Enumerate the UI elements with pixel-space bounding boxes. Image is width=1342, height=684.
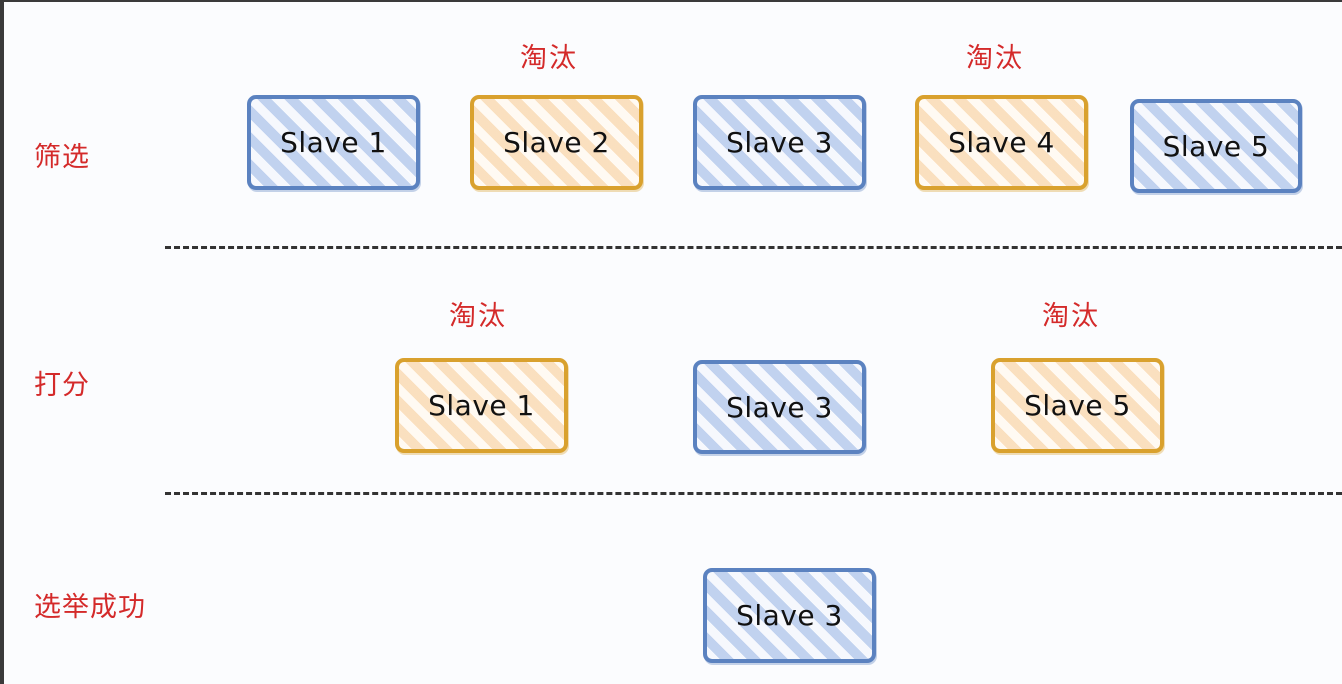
window-edge-top bbox=[0, 0, 1342, 2]
node-label: Slave 3 bbox=[726, 126, 833, 159]
eliminated-tag: 淘汰 bbox=[520, 43, 578, 74]
eliminated-tag: 淘汰 bbox=[449, 301, 507, 332]
eliminated-tag: 淘汰 bbox=[966, 43, 1024, 74]
node-slave-4: Slave 4 bbox=[915, 95, 1088, 190]
stage-label-elected: 选举成功 bbox=[34, 592, 146, 623]
window-edge-left bbox=[0, 0, 4, 684]
node-label: Slave 2 bbox=[503, 126, 610, 159]
node-slave-1: Slave 1 bbox=[395, 358, 568, 453]
node-slave-3: Slave 3 bbox=[693, 360, 866, 454]
node-label: Slave 5 bbox=[1162, 129, 1270, 163]
node-slave-2: Slave 2 bbox=[470, 95, 643, 190]
node-label: Slave 3 bbox=[736, 599, 843, 632]
stage-label-score: 打分 bbox=[34, 370, 90, 401]
stage-divider bbox=[165, 492, 1342, 495]
node-slave-1: Slave 1 bbox=[247, 95, 420, 190]
node-label: Slave 3 bbox=[726, 390, 833, 424]
node-label: Slave 1 bbox=[428, 389, 535, 422]
node-label: Slave 4 bbox=[948, 126, 1055, 159]
node-slave-3-elected: Slave 3 bbox=[703, 568, 876, 663]
stage-divider bbox=[165, 246, 1342, 249]
node-label: Slave 5 bbox=[1024, 389, 1131, 422]
node-label: Slave 1 bbox=[280, 126, 387, 159]
node-slave-3: Slave 3 bbox=[693, 95, 866, 190]
stage-label-filter: 筛选 bbox=[34, 142, 90, 173]
node-slave-5: Slave 5 bbox=[991, 358, 1164, 453]
eliminated-tag: 淘汰 bbox=[1042, 301, 1100, 332]
node-slave-5: Slave 5 bbox=[1130, 99, 1302, 193]
